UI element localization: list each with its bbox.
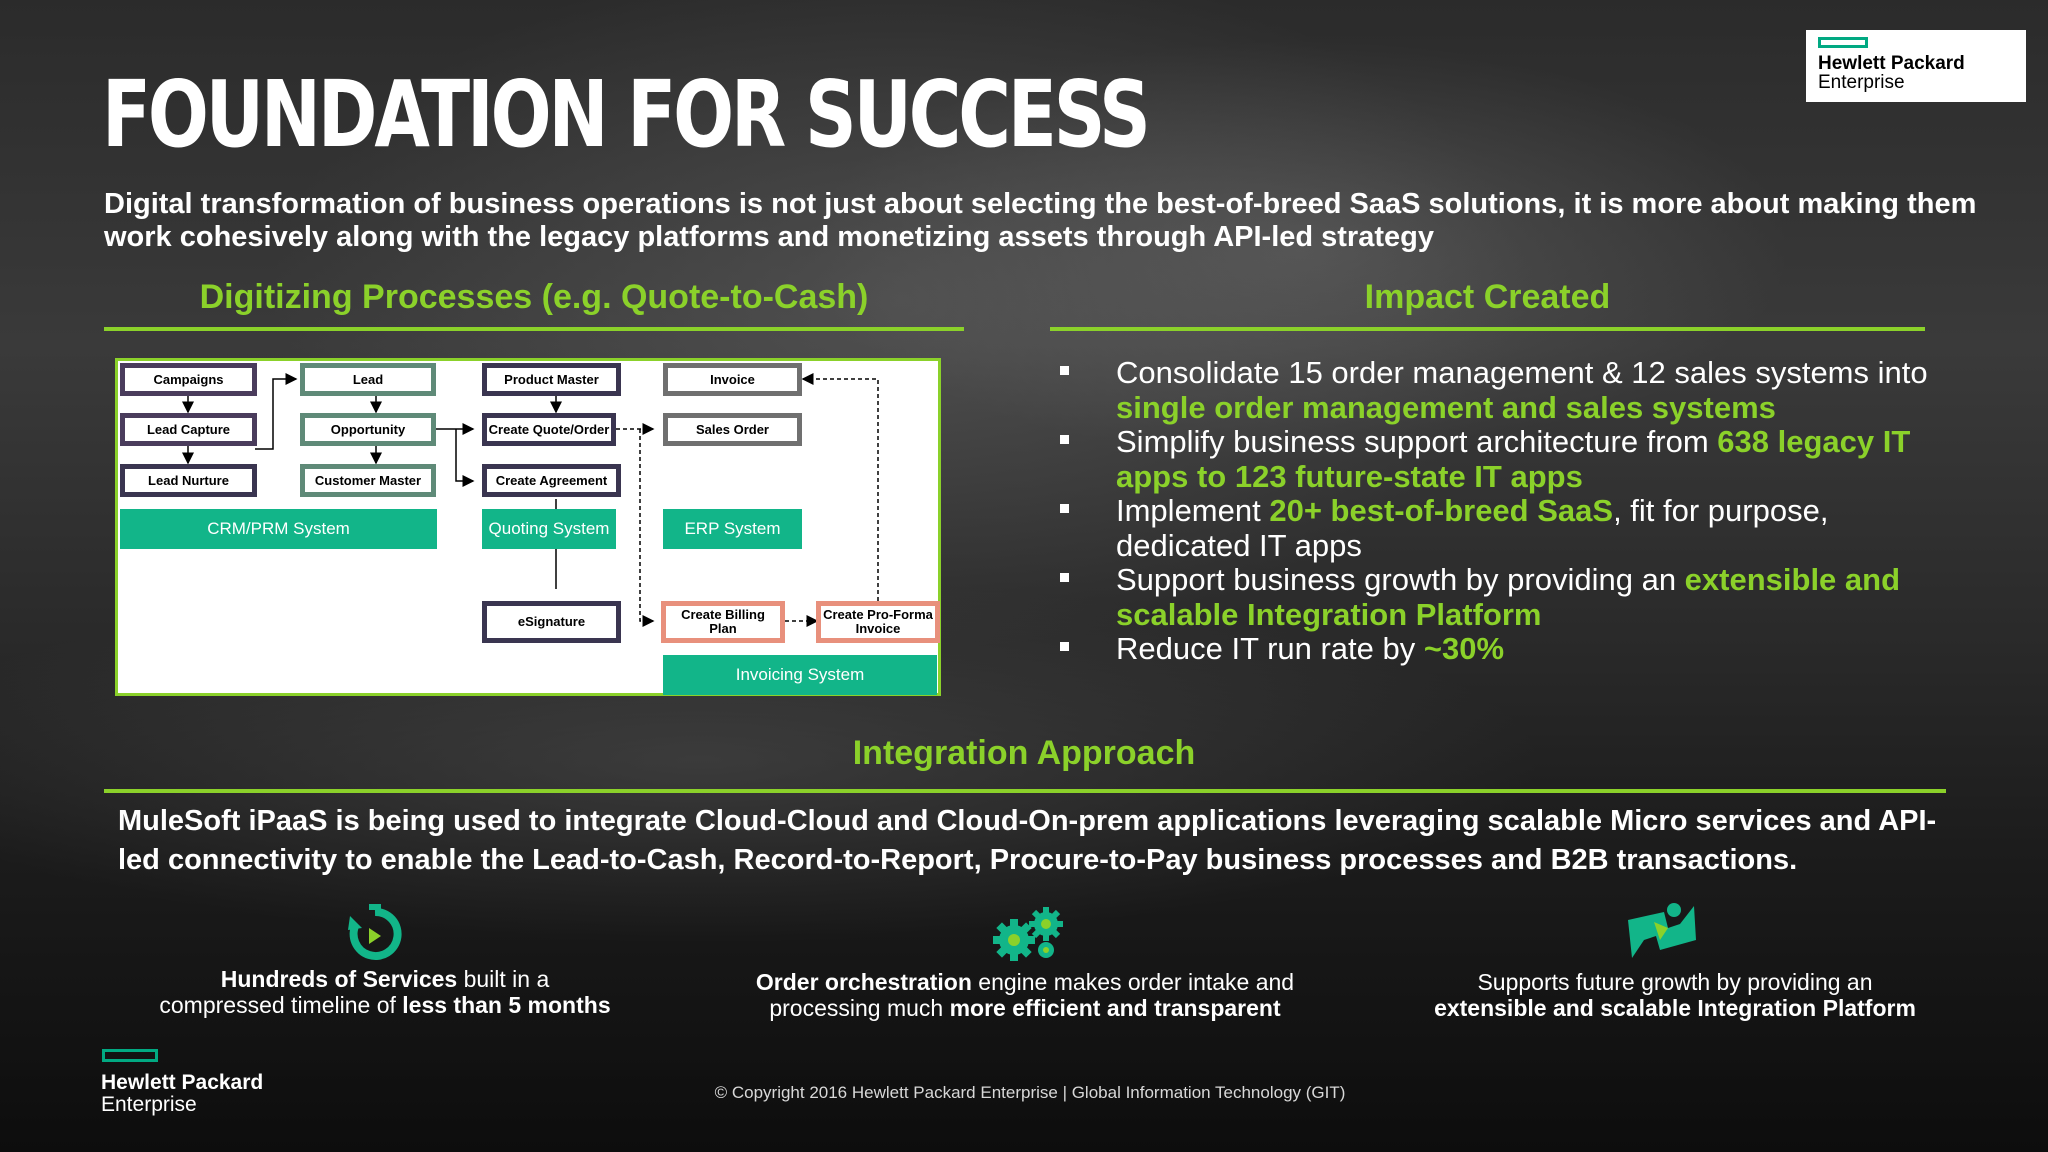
box-create-quote-order: Create Quote/Order xyxy=(482,413,616,446)
right-section-rule xyxy=(1050,327,1925,331)
box-customer-master: Customer Master xyxy=(300,464,436,497)
impact-item: Reduce IT run rate by ~30% xyxy=(1060,631,1960,667)
impact-item: Simplify business support architecture f… xyxy=(1060,424,1960,494)
footer-logo-mark-icon xyxy=(102,1049,158,1062)
box-sales-order: Sales Order xyxy=(663,413,802,446)
footer-logo-line2: Enterprise xyxy=(101,1093,197,1116)
copyright-text: © Copyright 2016 Hewlett Packard Enterpr… xyxy=(714,1083,1346,1102)
feature-orchestration: Order orchestration engine makes order i… xyxy=(755,969,1295,1021)
gears-icon xyxy=(993,907,1063,961)
system-invoicing: Invoicing System xyxy=(663,655,937,695)
impact-item: Implement 20+ best-of-breed SaaS, fit fo… xyxy=(1060,493,1960,563)
box-esignature: eSignature xyxy=(482,601,621,643)
integration-heading: Integration Approach xyxy=(852,734,1196,772)
left-section-heading: Digitizing Processes (e.g. Quote-to-Cash… xyxy=(199,278,869,316)
bullet-square-icon xyxy=(1060,504,1069,513)
hpe-logo-mark-icon xyxy=(1818,37,1868,48)
system-quoting: Quoting System xyxy=(482,509,616,549)
footer-logo-line1: Hewlett Packard xyxy=(101,1071,264,1094)
hpe-logo: Hewlett Packard Enterprise xyxy=(1806,30,2026,102)
feature-services: Hundreds of Services built in a compress… xyxy=(159,966,611,1018)
box-lead-capture: Lead Capture xyxy=(120,413,257,446)
feature-integration-platform: Supports future growth by providing an e… xyxy=(1434,969,1916,1021)
box-invoice: Invoice xyxy=(663,363,802,396)
bullet-square-icon xyxy=(1060,573,1069,582)
integration-text: MuleSoft iPaaS is being used to integrat… xyxy=(118,805,1937,876)
system-erp: ERP System xyxy=(663,509,802,549)
hpe-logo-line1: Hewlett Packard xyxy=(1818,53,1965,74)
box-product-master: Product Master xyxy=(482,363,621,396)
bullet-square-icon xyxy=(1060,435,1069,444)
box-campaigns: Campaigns xyxy=(120,363,257,396)
hpe-logo-line2: Enterprise xyxy=(1818,72,1905,93)
right-section-heading: Impact Created xyxy=(1364,278,1611,316)
box-create-agreement: Create Agreement xyxy=(482,464,621,497)
box-lead: Lead xyxy=(300,363,436,396)
clock-refresh-icon xyxy=(348,904,402,960)
box-lead-nurture: Lead Nurture xyxy=(120,464,257,497)
left-section-rule xyxy=(104,327,964,331)
process-diagram: Campaigns Lead Capture Lead Nurture CRM/… xyxy=(115,358,941,696)
box-create-pro-forma-invoice: Create Pro-Forma Invoice xyxy=(816,601,940,643)
impact-item: Consolidate 15 order management & 12 sal… xyxy=(1060,355,1960,425)
bullet-square-icon xyxy=(1060,366,1069,375)
page-subtitle: Digital transformation of business opera… xyxy=(104,188,1977,253)
puzzle-icon xyxy=(1628,903,1696,958)
impact-item: Support business growth by providing an … xyxy=(1060,562,1960,632)
impact-list: Consolidate 15 order management & 12 sal… xyxy=(1060,355,1960,667)
bullet-square-icon xyxy=(1060,642,1069,651)
box-opportunity: Opportunity xyxy=(300,413,436,446)
system-crm: CRM/PRM System xyxy=(120,509,437,549)
integration-rule xyxy=(104,789,1946,793)
box-create-billing-plan: Create Billing Plan xyxy=(661,601,785,643)
page-title: FOUNDATION FOR SUCCESS xyxy=(102,61,1151,168)
